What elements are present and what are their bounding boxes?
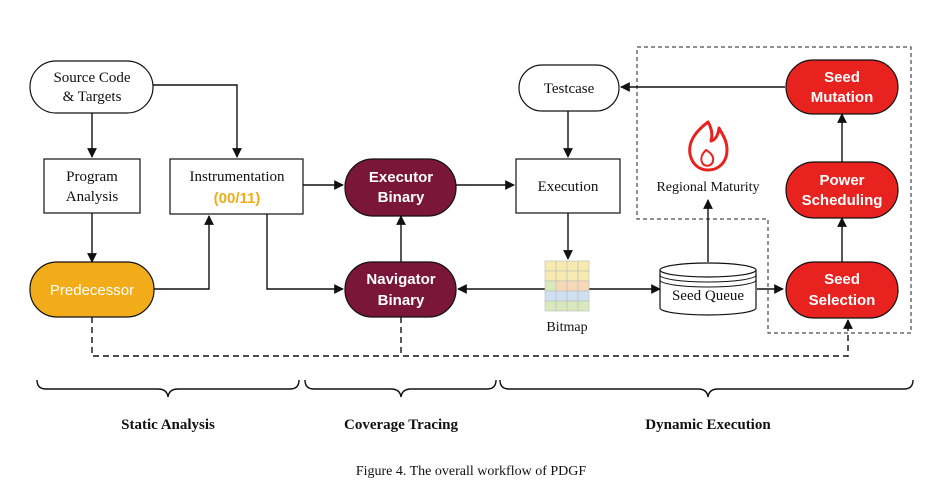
adaptive-region-border [636,46,912,334]
seed-mutation-node: Seed Mutation [785,59,899,115]
svg-text:Seed Queue: Seed Queue [672,288,744,304]
source-code-node: Source Code & Targets [29,60,154,114]
program-analysis-node: Program Analysis [43,158,141,214]
svg-text:Binary: Binary [378,292,425,309]
svg-text:Program: Program [66,169,118,185]
navigator-binary-node: Navigator Binary [344,261,457,318]
brace-coverage-tracing [304,379,497,398]
testcase-node: Testcase [518,64,620,112]
svg-text:(00/11): (00/11) [214,190,261,207]
instrumentation-node: Instrumentation (00/11) [169,158,304,215]
execution-node: Execution [515,158,621,214]
svg-text:Power: Power [819,172,864,189]
svg-text:Seed: Seed [824,271,860,288]
power-scheduling-node: Power Scheduling [785,161,899,219]
svg-text:Binary: Binary [378,189,425,206]
edge-dashed-to-selection [91,317,853,357]
bitmap-label: Bitmap [546,320,587,335]
brace-dynamic-execution [499,379,914,398]
svg-text:Scheduling: Scheduling [802,192,883,209]
executor-binary-node: Executor Binary [344,158,457,217]
regional-maturity-label: Regional Maturity [656,180,759,195]
svg-text:Seed: Seed [824,69,860,86]
svg-text:Executor: Executor [369,169,433,186]
edge-instrumentation-to-navigator [266,214,344,294]
svg-text:Instrumentation: Instrumentation [190,169,285,185]
brace-static-analysis [36,379,300,398]
svg-text:Predecessor: Predecessor [50,282,134,299]
edge-predecessor-to-instrumentation [154,215,214,290]
stage-coverage-tracing: Coverage Tracing [344,417,459,433]
predecessor-node: Predecessor [29,261,155,318]
stage-dynamic-execution: Dynamic Execution [645,417,771,433]
stage-static-analysis: Static Analysis [121,417,215,433]
figure-caption: Figure 4. The overall workflow of PDGF [356,464,587,479]
bitmap-grid-icon [544,260,590,312]
stage-braces [36,379,914,398]
svg-text:Testcase: Testcase [544,81,595,97]
seed-queue-node: Seed Queue [659,262,757,316]
svg-text:Navigator: Navigator [366,271,435,288]
svg-text:& Targets: & Targets [63,89,122,105]
seed-selection-node: Seed Selection [785,261,899,319]
svg-text:Selection: Selection [809,292,876,309]
svg-text:Mutation: Mutation [811,89,873,106]
svg-text:Execution: Execution [538,179,599,195]
edge-source-to-instrumentation [153,84,242,158]
svg-text:Source Code: Source Code [53,70,130,86]
flame-icon [688,120,729,172]
svg-text:Analysis: Analysis [66,189,119,205]
